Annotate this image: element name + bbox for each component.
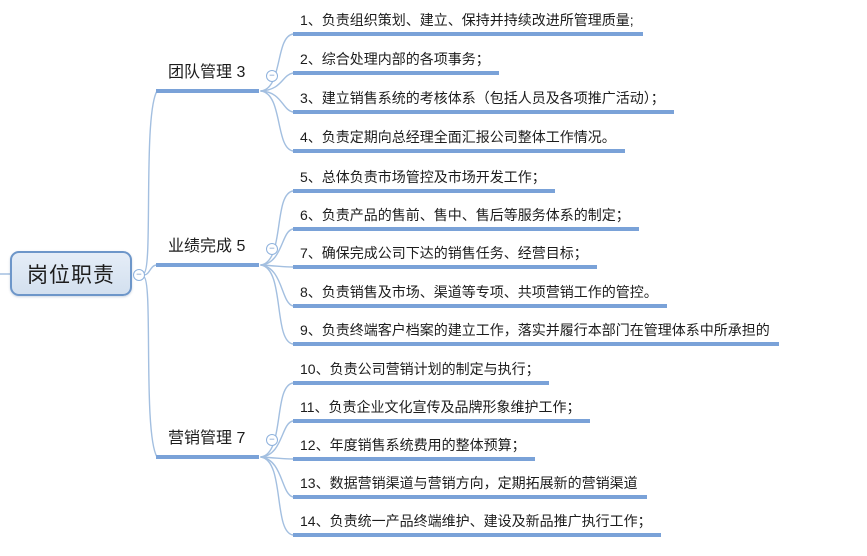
connector-line	[260, 264, 294, 268]
connector-line	[260, 456, 294, 460]
root-node[interactable]: 岗位职责	[10, 251, 132, 296]
leaf-node-9[interactable]: 9、负责终端客户档案的建立工作，落实并履行本部门在管理体系中所承担的	[293, 320, 779, 346]
connector-line	[260, 456, 294, 498]
leaf-node-14[interactable]: 14、负责统一产品终端维护、建设及新品推广执行工作；	[293, 511, 661, 537]
connector-line	[260, 90, 294, 152]
branch3-collapse-button[interactable]: −	[266, 434, 278, 446]
leaf-node-10[interactable]: 10、负责公司营销计划的制定与执行；	[293, 359, 549, 385]
branch3-connectors	[260, 382, 294, 536]
leaf-node-6[interactable]: 6、负责产品的售前、售中、售后等服务体系的制定；	[293, 205, 639, 231]
branch-node-marketing[interactable]: 营销管理 7	[156, 426, 260, 459]
connector-line	[143, 264, 158, 276]
minus-icon: −	[269, 434, 275, 445]
connector-line	[260, 33, 294, 92]
leaf-node-7[interactable]: 7、确保完成公司下达的销售任务、经营目标；	[293, 243, 597, 269]
connector-line	[260, 264, 294, 345]
connector-line	[260, 90, 294, 113]
minus-icon: −	[269, 70, 275, 81]
leaf-node-11[interactable]: 11、负责企业文化宣传及品牌形象维护工作；	[293, 397, 590, 423]
branch1-connectors	[260, 33, 294, 152]
leaf-node-4[interactable]: 4、负责定期向总经理全面汇报公司整体工作情况。	[293, 127, 625, 153]
root-collapse-button[interactable]: −	[133, 269, 145, 281]
connector-line	[260, 456, 294, 536]
leaf-node-3[interactable]: 3、建立销售系统的考核体系（包括人员及各项推广活动）；	[293, 88, 674, 114]
branch2-collapse-button[interactable]: −	[266, 243, 278, 255]
branch-node-performance[interactable]: 业绩完成 5	[156, 234, 260, 267]
leaf-node-13[interactable]: 13、数据营销渠道与营销方向，定期拓展新的营销渠道	[293, 473, 647, 499]
branch1-collapse-button[interactable]: −	[266, 70, 278, 82]
minus-icon: −	[136, 269, 142, 280]
connector-line	[260, 190, 294, 266]
leaf-node-5[interactable]: 5、总体负责市场管控及市场开发工作；	[293, 167, 555, 193]
branch-node-team-management[interactable]: 团队管理 3	[156, 60, 260, 93]
minus-icon: −	[269, 243, 275, 254]
leaf-node-8[interactable]: 8、负责销售及市场、渠道等专项、共项营销工作的管控。	[293, 282, 667, 308]
leaf-node-1[interactable]: 1、负责组织策划、建立、保持并持续改进所管理质量;	[293, 10, 643, 36]
branch2-connectors	[260, 190, 294, 345]
leaf-node-2[interactable]: 2、综合处理内部的各项事务；	[293, 49, 499, 75]
leaf-node-12[interactable]: 12、年度销售系统费用的整体预算；	[293, 435, 535, 461]
connector-line	[260, 382, 294, 458]
connector-line	[260, 264, 294, 307]
